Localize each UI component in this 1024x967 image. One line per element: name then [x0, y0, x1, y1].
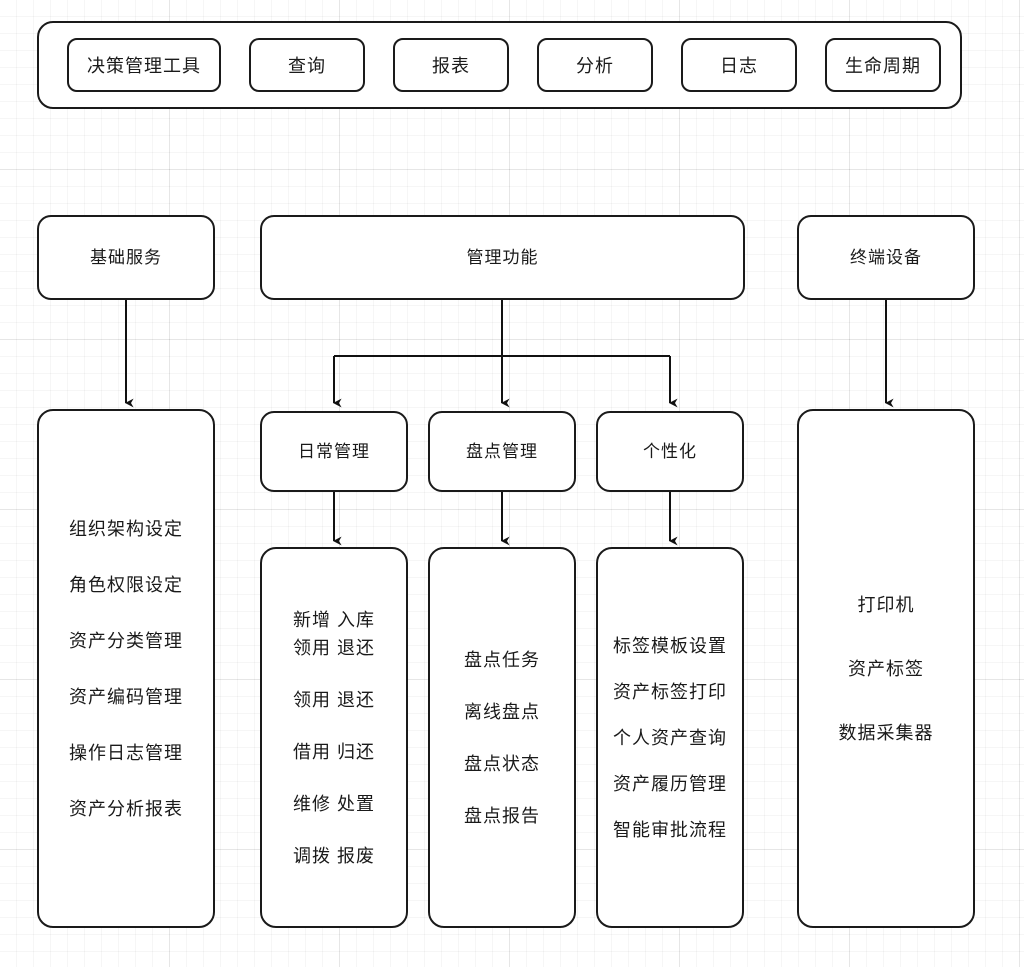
- top-toolbar: 决策管理工具 查询 报表 分析 日志 生命周期: [37, 21, 962, 109]
- node-terminal-device-label: 终端设备: [850, 247, 922, 267]
- list-personalization-items: 标签模板设置 资产标签打印 个人资产查询 资产履历管理 智能审批流程: [613, 637, 727, 839]
- node-management-label: 管理功能: [466, 247, 539, 267]
- node-daily-management[interactable]: 日常管理: [260, 411, 408, 492]
- list-stocktaking-management: 盘点任务 离线盘点 盘点状态 盘点报告: [428, 547, 576, 928]
- list-item[interactable]: 盘点报告: [464, 805, 540, 826]
- list-basic-service-items: 组织架构设定 角色权限设定 资产分类管理 资产编码管理 操作日志管理 资产分析报…: [69, 520, 183, 818]
- list-item[interactable]: 个人资产查询: [613, 727, 727, 748]
- toolbar-button-decision-tool[interactable]: 决策管理工具: [67, 38, 221, 92]
- list-item[interactable]: 资产编码管理: [69, 686, 183, 707]
- list-basic-service: 组织架构设定 角色权限设定 资产分类管理 资产编码管理 操作日志管理 资产分析报…: [37, 409, 215, 928]
- list-item[interactable]: 盘点状态: [464, 753, 540, 774]
- toolbar-button-log[interactable]: 日志: [681, 38, 797, 92]
- node-basic-service[interactable]: 基础服务: [37, 215, 215, 300]
- toolbar-button-analysis[interactable]: 分析: [537, 38, 653, 92]
- list-stocktaking-management-items: 盘点任务 离线盘点 盘点状态 盘点报告: [464, 651, 540, 825]
- list-item[interactable]: 领用 退还: [292, 689, 375, 710]
- node-terminal-device[interactable]: 终端设备: [797, 215, 975, 300]
- node-stocktaking-management-label: 盘点管理: [466, 441, 538, 461]
- list-item[interactable]: 操作日志管理: [69, 742, 183, 763]
- list-terminal-device-items: 打印机 资产标签 数据采集器: [839, 596, 934, 742]
- toolbar-button-query[interactable]: 查询: [249, 38, 365, 92]
- list-item[interactable]: 组织架构设定: [69, 518, 183, 539]
- list-item[interactable]: 盘点任务: [464, 649, 540, 670]
- list-personalization: 标签模板设置 资产标签打印 个人资产查询 资产履历管理 智能审批流程: [596, 547, 744, 928]
- list-daily-management-items: 新增 入库 领用 退还 领用 退还 借用 归还 维修 处置 调拨 报废: [293, 611, 375, 865]
- list-item[interactable]: 角色权限设定: [69, 574, 183, 595]
- list-item[interactable]: 标签模板设置: [613, 635, 727, 656]
- list-item[interactable]: 领用 退还: [292, 637, 375, 658]
- list-item[interactable]: 资产分类管理: [69, 630, 183, 651]
- list-item[interactable]: 打印机: [857, 594, 915, 615]
- node-basic-service-label: 基础服务: [90, 247, 162, 267]
- list-item[interactable]: 数据采集器: [838, 722, 934, 743]
- list-terminal-device: 打印机 资产标签 数据采集器: [797, 409, 975, 928]
- list-daily-management: 新增 入库 领用 退还 领用 退还 借用 归还 维修 处置 调拨 报废: [260, 547, 408, 928]
- list-item[interactable]: 智能审批流程: [613, 819, 727, 840]
- node-personalization[interactable]: 个性化: [596, 411, 744, 492]
- list-item[interactable]: 资产履历管理: [613, 773, 727, 794]
- node-personalization-label: 个性化: [643, 441, 697, 461]
- list-item[interactable]: 离线盘点: [464, 701, 540, 722]
- list-item[interactable]: 资产标签打印: [613, 681, 727, 702]
- list-item[interactable]: 调拨 报废: [292, 845, 375, 866]
- node-stocktaking-management[interactable]: 盘点管理: [428, 411, 576, 492]
- node-daily-management-label: 日常管理: [298, 441, 370, 461]
- toolbar-button-report[interactable]: 报表: [393, 38, 509, 92]
- toolbar-button-lifecycle[interactable]: 生命周期: [825, 38, 941, 92]
- node-management[interactable]: 管理功能: [260, 215, 745, 300]
- list-item[interactable]: 资产标签: [848, 658, 924, 679]
- list-item[interactable]: 新增 入库: [292, 609, 375, 630]
- list-item[interactable]: 资产分析报表: [69, 798, 183, 819]
- list-item[interactable]: 借用 归还: [292, 741, 375, 762]
- list-item[interactable]: 维修 处置: [292, 793, 375, 814]
